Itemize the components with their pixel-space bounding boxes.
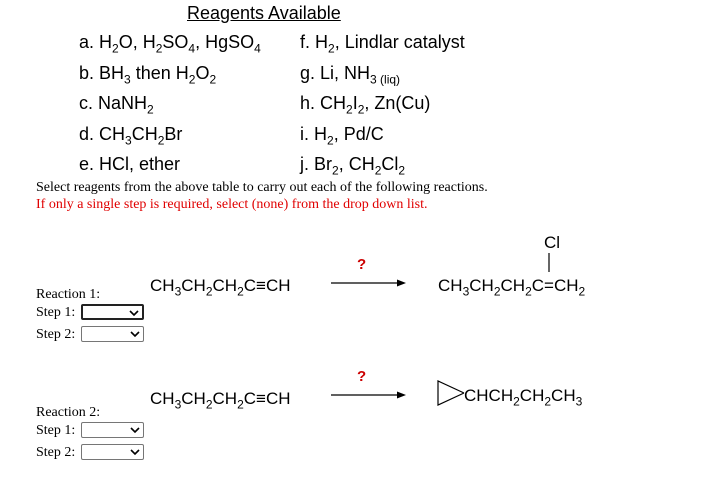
reaction1-product-chlorine: Cl xyxy=(544,233,561,252)
reaction2-arrow xyxy=(331,391,406,399)
chevron-down-icon xyxy=(130,427,140,434)
reaction2-step2-label: Step 2: xyxy=(36,445,76,460)
instruction-warning: If only a single step is required, selec… xyxy=(36,197,428,212)
reagent-list-right: f. H2, Lindlar catalyst g. Li, NH3 (liq)… xyxy=(300,30,465,183)
reagent-list-left: a. H2O, H2SO4, HgSO4 b. BH3 then H2O2 c.… xyxy=(79,30,261,176)
reagent-item: c. NaNH2 xyxy=(79,93,154,117)
reagent-item: i. H2, Pd/C xyxy=(300,123,384,148)
reaction1-product: CH3CH2CH2C=CH2 xyxy=(438,276,586,299)
reagent-item: e. HCl, ether xyxy=(79,154,181,175)
reagent-item: j. Br2, CH2Cl2 xyxy=(300,154,406,178)
reaction1-product-bond xyxy=(548,253,550,272)
reagent-item: h. CH2I2, Zn(Cu) xyxy=(300,93,431,117)
reagent-item: b. BH3 then H2O2 xyxy=(79,62,217,87)
chevron-down-icon xyxy=(130,331,140,338)
cyclopropane-ring-icon xyxy=(437,380,465,406)
chevron-down-icon xyxy=(130,449,140,456)
reaction1-step2-label: Step 2: xyxy=(36,327,76,342)
reagents-title: Reagents Available xyxy=(187,3,341,23)
reaction2-step1-select[interactable] xyxy=(81,422,144,438)
reaction1-label: Reaction 1: xyxy=(36,287,101,302)
reaction2-reactant: CH3CH2CH2C≡CH xyxy=(150,389,291,412)
reaction1-step2-select[interactable] xyxy=(81,326,144,342)
reaction1-step1-select[interactable] xyxy=(81,304,144,320)
chevron-down-icon xyxy=(129,310,139,317)
reaction2-step2-select[interactable] xyxy=(81,444,144,460)
reagent-item: d. CH3CH2Br xyxy=(79,123,183,148)
reaction1-step1-label: Step 1: xyxy=(36,305,76,320)
reagent-item: f. H2, Lindlar catalyst xyxy=(300,32,465,56)
instruction-text: Select reagents from the above table to … xyxy=(36,180,488,195)
reaction2-step1-label: Step 1: xyxy=(36,423,76,438)
reaction2-question-mark: ? xyxy=(357,368,367,385)
reaction1-reactant: CH3CH2CH2C≡CH xyxy=(150,276,291,299)
reaction1-question-mark: ? xyxy=(357,256,367,273)
reaction2-product: CHCH2CH2CH3 xyxy=(464,386,583,409)
reagent-item: g. Li, NH3 (liq) xyxy=(300,62,401,87)
reaction1-arrow xyxy=(331,279,406,287)
reaction2-label: Reaction 2: xyxy=(36,405,101,420)
reagent-item: a. H2O, H2SO4, HgSO4 xyxy=(79,32,261,56)
